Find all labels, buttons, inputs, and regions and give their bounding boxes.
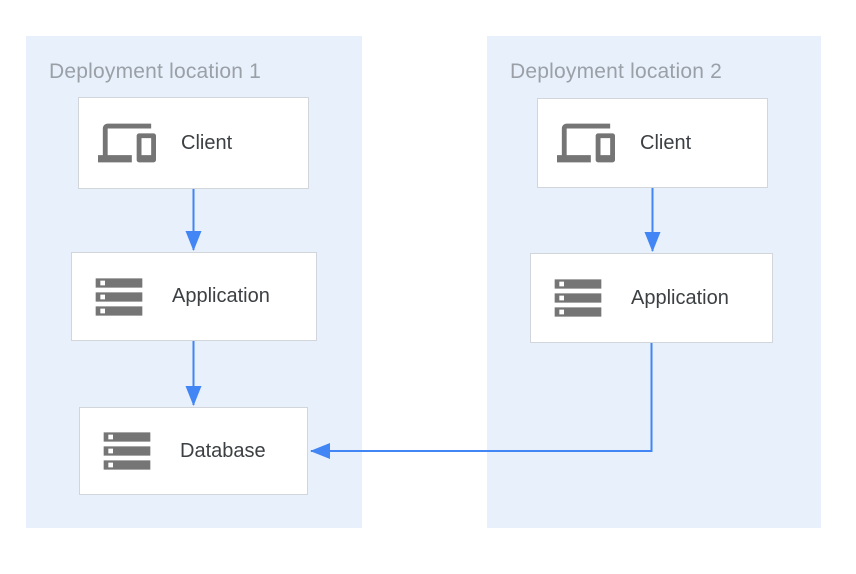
node-database-1: Database — [79, 407, 308, 495]
node-label: Application — [172, 285, 270, 307]
server-stack-icon — [103, 432, 151, 470]
node-label: Database — [180, 439, 266, 462]
node-label: Client — [640, 131, 692, 154]
server-stack-icon — [554, 279, 602, 317]
node-label: Application — [631, 286, 729, 309]
node-application-1: Application — [71, 252, 317, 341]
node-application-2: Application — [530, 253, 773, 343]
devices-icon — [98, 123, 156, 163]
node-label: Client — [181, 131, 233, 154]
zone-1-label: Deployment location 1 — [49, 60, 261, 83]
zone-2-label: Deployment location 2 — [510, 60, 722, 83]
devices-icon — [557, 123, 615, 163]
node-client-1: Client — [78, 97, 309, 189]
server-stack-icon — [95, 277, 143, 316]
node-client-2: Client — [537, 98, 768, 188]
